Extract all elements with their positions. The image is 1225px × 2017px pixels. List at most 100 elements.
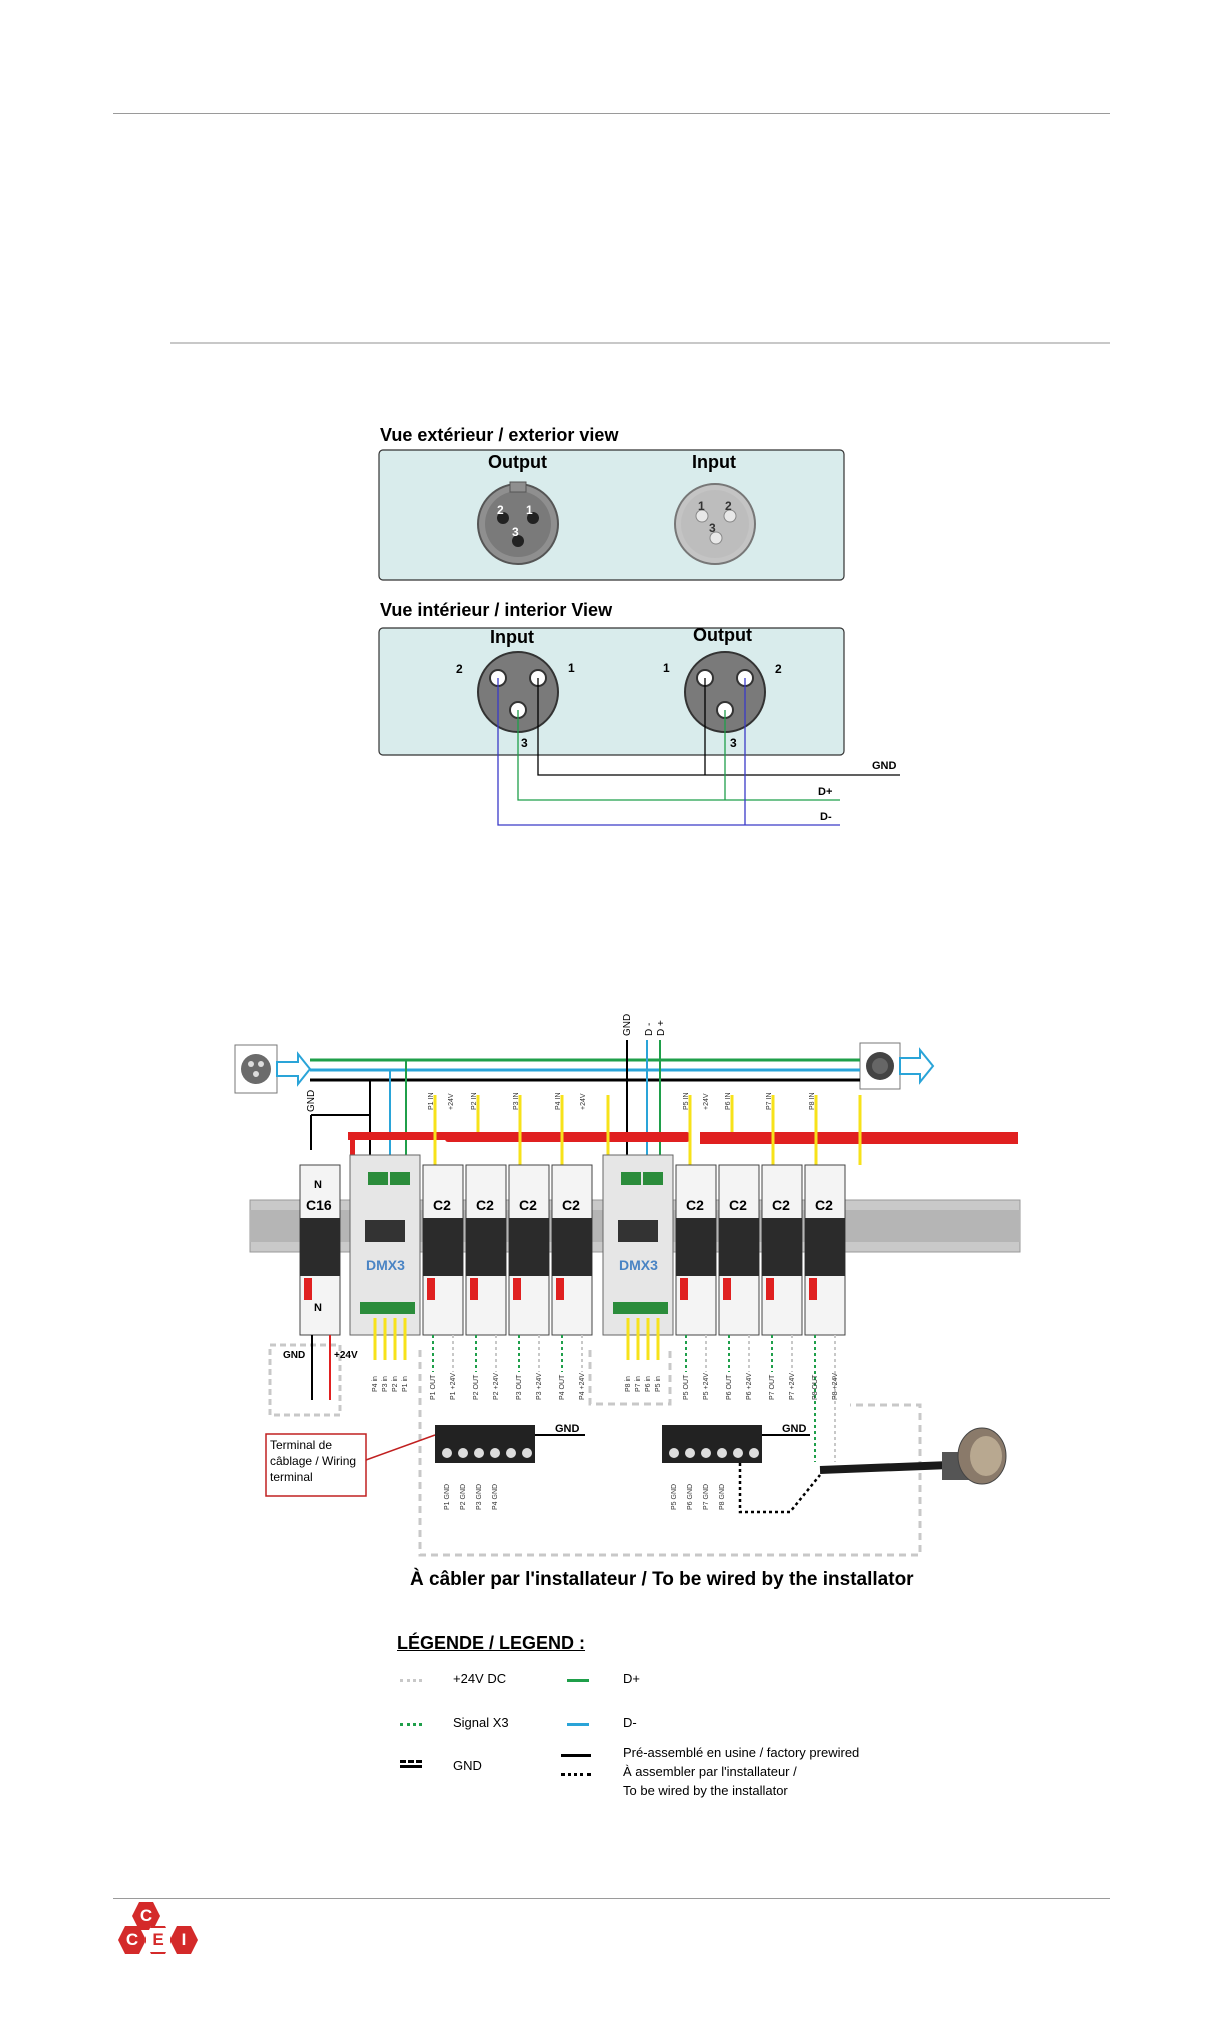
dmx2-in-0: P8 in [625, 1376, 632, 1392]
top-label-2: P2 IN [471, 1092, 478, 1110]
svg-text:3: 3 [512, 525, 519, 539]
installer-boundary [418, 1350, 922, 1557]
gnd-right-term-0: P5 GND [671, 1484, 678, 1510]
dmx3-module-2: DMX3 [602, 1154, 674, 1336]
legend: LÉGENDE / LEGEND : +24V DC D+ Signal X3 … [395, 1625, 915, 1805]
terminal-callout-box [265, 1433, 367, 1497]
c2-label-1: C2 [433, 1197, 451, 1213]
dmx2-in-3: P5 in [655, 1376, 662, 1392]
logo-hex-1: C [132, 1902, 160, 1930]
footer-rule [113, 1898, 1110, 1899]
top-label-10: P8 IN [809, 1092, 816, 1110]
top-label-0: P1 IN [428, 1092, 435, 1110]
int-out-pin3: 3 [730, 736, 737, 750]
int-in-pin3: 3 [521, 736, 528, 750]
out-left-6: P4 OUT [559, 1374, 566, 1400]
top-label-4: P4 IN [555, 1092, 562, 1110]
breaker-c16: C16 N N [299, 1164, 341, 1336]
ext-output-label: Output [488, 452, 547, 472]
int-out-pin1: 1 [663, 661, 670, 675]
wire-dplus-label: D+ [818, 786, 832, 798]
terminal-block-right [662, 1425, 762, 1463]
out-right-4: P7 OUT [769, 1374, 776, 1400]
dmx1-in-3: P1 in [402, 1376, 409, 1392]
c2-label-6: C2 [729, 1197, 747, 1213]
legend-installer-label-1: À assembler par l'installateur / [623, 1764, 797, 1779]
xlr-male-input-icon [234, 1044, 278, 1094]
output-arrow-icon [899, 1047, 935, 1085]
out-left-5: P3 +24V [536, 1373, 543, 1400]
terminal-block-left [435, 1425, 535, 1463]
cei-logo: C C E I [118, 1902, 198, 1972]
out-right-2: P6 OUT [726, 1374, 733, 1400]
c2-label-8: C2 [815, 1197, 833, 1213]
bus-gnd-label: GND [622, 1014, 633, 1036]
svg-text:2: 2 [725, 499, 732, 513]
terminal-gnd-right: GND [782, 1423, 807, 1435]
power-24-label: +24V [334, 1350, 358, 1361]
interior-panel [378, 627, 845, 756]
c2-breakers-left [422, 1164, 593, 1336]
bus-dminus-label: D - [644, 1023, 655, 1036]
gnd-left-term-0: P1 GND [444, 1484, 451, 1510]
legend-24v-label: +24V DC [453, 1671, 507, 1686]
logo-hex-4: I [170, 1926, 198, 1954]
int-in-pin2: 2 [456, 662, 463, 676]
out-left-0: P1 OUT [430, 1374, 437, 1400]
output-cable [819, 1461, 951, 1474]
c2-label-4: C2 [562, 1197, 580, 1213]
header-rule [113, 113, 1110, 114]
out-left-1: P1 +24V [450, 1373, 457, 1400]
xlr-connector-figure: Vue extérieur / exterior view Output Inp… [370, 410, 930, 840]
legend-prewired-label: Pré-assemblé en usine / factory prewired [623, 1745, 860, 1760]
exterior-view-title: Vue extérieur / exterior view [380, 425, 619, 445]
legend-dplus-label: D+ [623, 1671, 640, 1686]
c16-label: C16 [306, 1197, 332, 1213]
input-arrow-icon [276, 1051, 312, 1087]
c2-label-2: C2 [476, 1197, 494, 1213]
c2-label-3: C2 [519, 1197, 537, 1213]
svg-text:1: 1 [698, 499, 705, 513]
xlr-female-output-icon [859, 1042, 901, 1090]
svg-text:1: 1 [526, 503, 533, 517]
logo-hex-2: C [118, 1926, 146, 1954]
gnd-left-term-2: P3 GND [476, 1484, 483, 1510]
gnd-right-term-2: P7 GND [703, 1484, 710, 1510]
dmx3-label-2: DMX3 [619, 1257, 658, 1273]
int-output-label: Output [693, 625, 752, 645]
c2-label-7: C2 [772, 1197, 790, 1213]
gnd-left-term-1: P2 GND [460, 1484, 467, 1510]
xlr-wires [497, 678, 900, 826]
top-label-9: P7 IN [766, 1092, 773, 1110]
out-right-6: P8 OUT [812, 1374, 819, 1400]
gnd-left-label: GND [306, 1090, 317, 1112]
section-rule [170, 342, 1110, 344]
installer-caption: À câbler par l'installateur / To be wire… [410, 1568, 914, 1590]
top-label-8: P6 IN [725, 1092, 732, 1110]
int-input-label: Input [490, 627, 534, 647]
top-label-3: P3 IN [513, 1092, 520, 1110]
power-gnd-label: GND [283, 1350, 305, 1361]
legend-dminus-label: D- [623, 1715, 637, 1730]
top-label-7: +24V [703, 1093, 710, 1110]
out-right-1: P5 +24V [703, 1373, 710, 1400]
out-left-3: P2 +24V [493, 1373, 500, 1400]
svg-text:3: 3 [709, 521, 716, 535]
out-right-3: P6 +24V [746, 1373, 753, 1400]
exterior-panel [378, 449, 845, 581]
out-right-0: P5 OUT [683, 1374, 690, 1400]
legend-dminus-swatch [567, 1723, 589, 1726]
legend-title: LÉGENDE / LEGEND : [397, 1633, 586, 1653]
interior-view-title: Vue intérieur / interior View [380, 600, 613, 620]
wire-dminus-label: D- [820, 811, 832, 823]
svg-text:2: 2 [497, 503, 504, 517]
out-left-2: P2 OUT [473, 1374, 480, 1400]
out-left-7: P4 +24V [579, 1373, 586, 1400]
terminal-note: Terminal de câblage / Wiring terminal [270, 1438, 357, 1484]
legend-installer-swatch [561, 1773, 591, 1776]
int-in-pin1: 1 [568, 661, 575, 675]
gnd-right-term-3: P8 GND [719, 1484, 726, 1510]
dmx1-in-1: P3 in [382, 1376, 389, 1392]
xlr-male-plug-icon: 1 2 3 [674, 483, 756, 565]
gnd-left-term-3: P4 GND [492, 1484, 499, 1510]
